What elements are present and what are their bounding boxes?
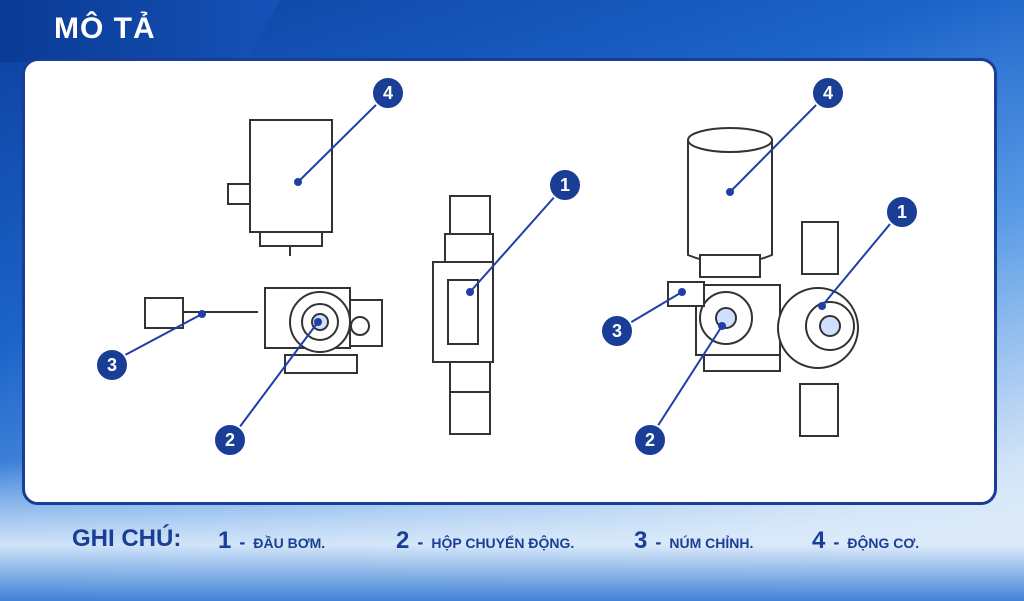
callout-lines xyxy=(111,92,901,441)
legend-dash: - xyxy=(655,532,662,552)
callout-badge-3-right: 3 xyxy=(600,314,634,348)
motor-drawing-left xyxy=(227,119,333,256)
callout-badge-2-left: 2 xyxy=(213,423,247,457)
callout-badge-1-right: 1 xyxy=(885,195,919,229)
legend-label: ĐẦU BƠM. xyxy=(253,535,326,551)
callout-badge-label: 2 xyxy=(225,430,235,450)
legend-number: 3 xyxy=(634,527,648,554)
header-band xyxy=(0,0,280,62)
legend: GHI CHÚ: 1 - ĐẦU BƠM. 2 - HỘP CHUYỂN ĐỘN… xyxy=(0,515,1024,575)
legend-dash: - xyxy=(239,532,246,552)
pump-diagram: 4 1 2 3 4 1 2 3 xyxy=(95,76,919,457)
gearbox-drawing-left xyxy=(144,287,383,374)
legend-item-1: 1 - ĐẦU BƠM. xyxy=(218,527,325,555)
callout-badge-label: 3 xyxy=(612,321,622,341)
callout-badge-label: 3 xyxy=(107,355,117,375)
legend-label: NÚM CHỈNH. xyxy=(669,535,754,551)
callout-badge-label: 2 xyxy=(645,430,655,450)
legend-number: 1 xyxy=(218,527,232,554)
pump-head-drawing-middle xyxy=(432,195,494,435)
callout-badge-4-right: 4 xyxy=(811,76,845,110)
legend-number: 2 xyxy=(396,527,410,554)
pump-assembly-drawing-right xyxy=(667,127,859,437)
callout-badge-4-left: 4 xyxy=(371,76,405,110)
callout-badge-label: 4 xyxy=(823,83,833,103)
legend-item-3: 3 - NÚM CHỈNH. xyxy=(634,527,753,555)
callout-badge-1-middle: 1 xyxy=(548,168,582,202)
callout-badge-label: 1 xyxy=(560,175,570,195)
callout-badge-label: 4 xyxy=(383,83,393,103)
legend-item-2: 2 - HỘP CHUYỂN ĐỘNG. xyxy=(396,527,574,555)
legend-number: 4 xyxy=(812,527,826,554)
page-title: MÔ TẢ xyxy=(54,12,156,45)
callout-badge-2-right: 2 xyxy=(633,423,667,457)
legend-item-4: 4 - ĐỘNG CƠ. xyxy=(812,527,919,555)
callout-badge-label: 1 xyxy=(897,202,907,222)
legend-dash: - xyxy=(417,532,424,552)
callout-dots xyxy=(198,178,826,330)
legend-label: ĐỘNG CƠ. xyxy=(847,535,920,551)
legend-label: HỘP CHUYỂN ĐỘNG. xyxy=(431,535,575,551)
legend-dash: - xyxy=(833,532,840,552)
callout-badge-3-left: 3 xyxy=(95,348,129,382)
legend-title: GHI CHÚ: xyxy=(72,525,182,552)
